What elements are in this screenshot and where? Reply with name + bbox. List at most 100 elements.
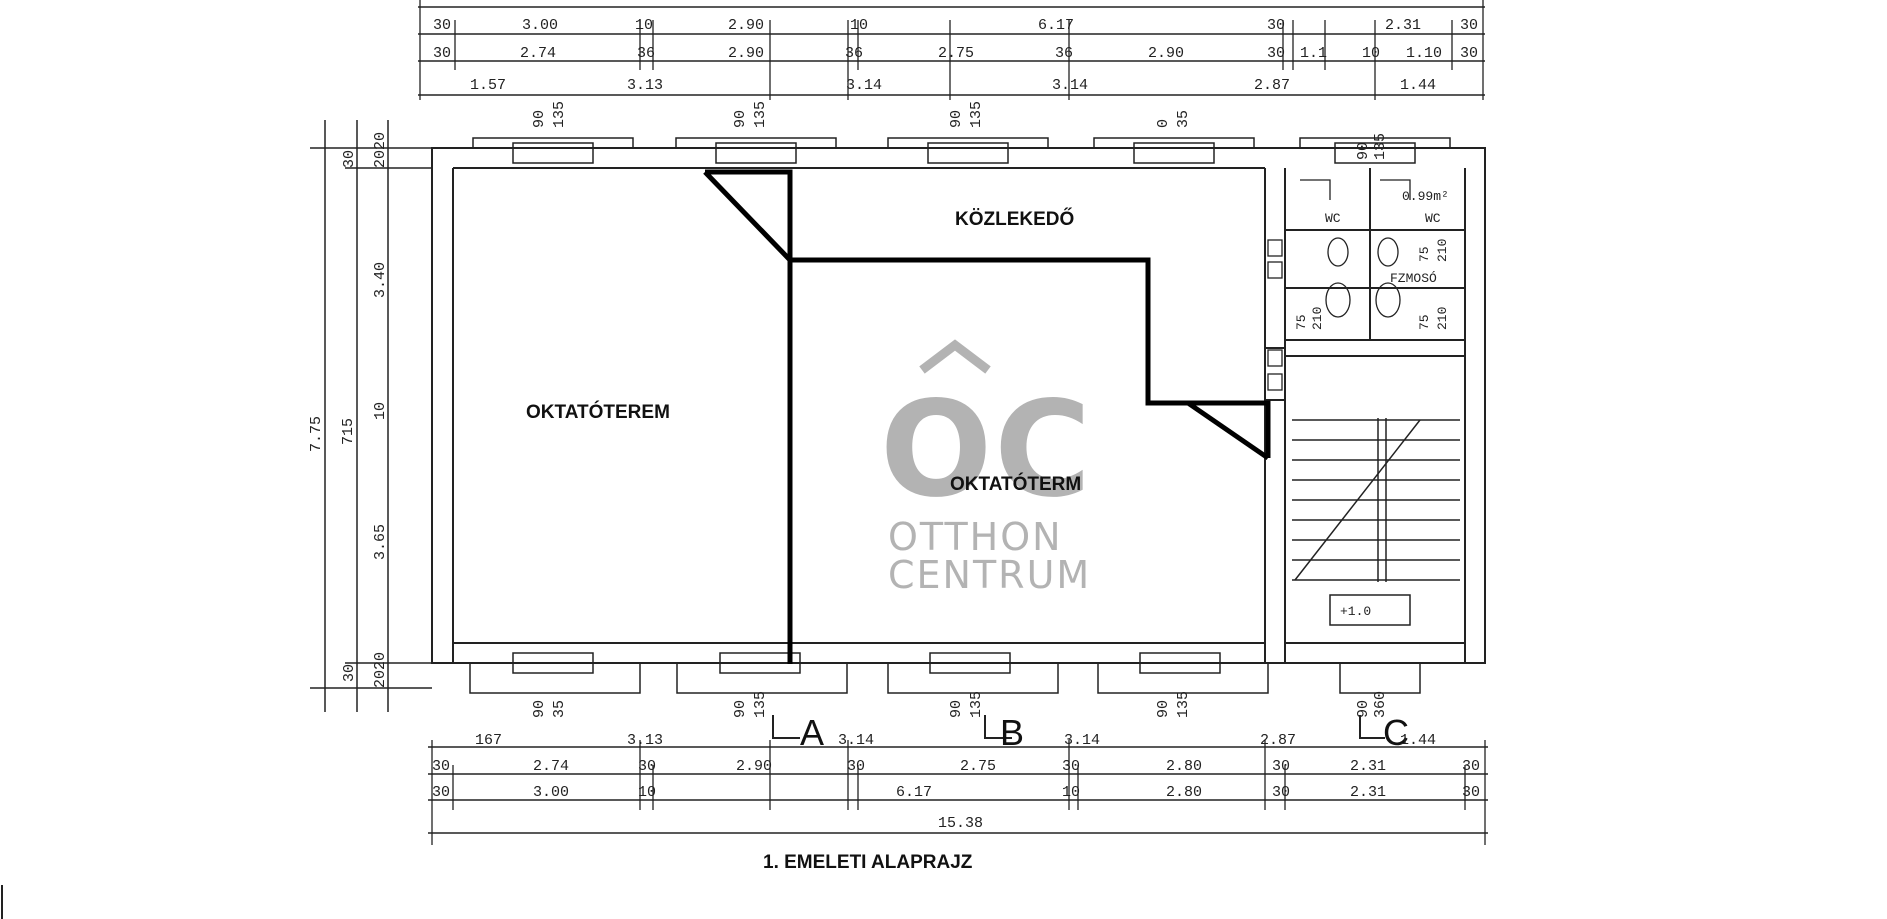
dim-label: 2.87 [1254, 77, 1290, 94]
dim-label: 1.1 [1300, 45, 1327, 62]
wash-label: FZMOSÓ [1390, 271, 1437, 286]
top-dimension-row-1: 30 3.00 10 2.90 10 6.17 30 2.31 30 [433, 17, 1478, 34]
total-width: 15.38 [938, 815, 983, 832]
dim-label: 3.00 [533, 784, 569, 801]
dim-label: 135 [752, 691, 769, 718]
dim-label: 10 [635, 17, 653, 34]
dim-label: 135 [1372, 133, 1389, 160]
dim-label: 2.31 [1385, 17, 1421, 34]
dim-label: 3.14 [1052, 77, 1088, 94]
dim-label: 360 [1372, 691, 1389, 718]
section-marker-c: C [1383, 712, 1409, 753]
dim-label: 2.87 [1260, 732, 1296, 749]
otthon-centrum-logo: OC OTTHON CENTRUM [880, 339, 1091, 597]
highlight-partition [703, 169, 1271, 664]
dim-label: 0 [1155, 119, 1172, 128]
bottom-window-dimensions: 90 35 90 135 90 135 90 135 90 360 [531, 691, 1389, 718]
dim-label: 90 [1155, 700, 1172, 718]
dim-label: 30 [1460, 45, 1478, 62]
dim-label: 7.75 [308, 416, 325, 452]
wc-label: WC [1325, 211, 1341, 226]
dim-label: 3.14 [1064, 732, 1100, 749]
dim-label: 10 [372, 402, 389, 420]
dim-label: 2.90 [728, 45, 764, 62]
dim-label: 90 [1355, 142, 1372, 160]
dim-label: 90 [531, 110, 548, 128]
left-dimension-labels: 7.75 715 3.40 10 3.65 30 20 20 30 20 20 [308, 132, 389, 688]
top-dimension-row-3: 1.57 3.13 3.14 3.14 2.87 1.44 [470, 77, 1436, 94]
dim-label: 135 [551, 101, 568, 128]
dim-label: 135 [752, 101, 769, 128]
dim-label: 2.75 [960, 758, 996, 775]
room-label-left: OKTATÓTEREM [526, 401, 670, 423]
dim-label: 30 [432, 758, 450, 775]
dim-label: 6.17 [1038, 17, 1074, 34]
dim-label: 10 [638, 784, 656, 801]
dim-label: 2.80 [1166, 784, 1202, 801]
logo-line-2: CENTRUM [888, 553, 1091, 597]
dim-label: 30 [638, 758, 656, 775]
wc-area: 0.99m² [1402, 189, 1449, 204]
dim-label: 30 [432, 784, 450, 801]
dim-label: 6.17 [896, 784, 932, 801]
dim-label: 90 [732, 700, 749, 718]
dim-label: 35 [1175, 110, 1192, 128]
dim-label: 90 [732, 110, 749, 128]
dim-label: 35 [551, 700, 568, 718]
dim-label: 2.90 [736, 758, 772, 775]
dim-label: 3.13 [627, 732, 663, 749]
dim-label: 30 [1272, 784, 1290, 801]
dim-label: 30 [1267, 45, 1285, 62]
dim-label: 90 [1355, 700, 1372, 718]
dim-label: 30 [1462, 758, 1480, 775]
bottom-dimension-lines [428, 740, 1488, 845]
dim-label: 20 [372, 652, 389, 670]
logo-line-1: OTTHON [888, 515, 1063, 559]
dim-label: 2.80 [1166, 758, 1202, 775]
stair-level: +1.0 [1340, 604, 1371, 619]
dim-label: 1.44 [1400, 732, 1436, 749]
dim-label: 3.40 [372, 262, 389, 298]
dim-label: 90 [948, 700, 965, 718]
dim-label: 30 [847, 758, 865, 775]
wc-label: WC [1425, 211, 1441, 226]
dim-label: 36 [637, 45, 655, 62]
dim-label: 3.13 [627, 77, 663, 94]
dim-label: 36 [1055, 45, 1073, 62]
bottom-dimension-row-1: 167 3.13 3.14 3.14 2.87 1.44 [475, 732, 1436, 749]
top-dimension-lines [418, 0, 1485, 100]
dim-label: 90 [948, 110, 965, 128]
dim-label: 3.14 [838, 732, 874, 749]
dim-label: 20 [372, 670, 389, 688]
dim-label: 715 [340, 418, 357, 445]
dim-label: 2.90 [728, 17, 764, 34]
staircase [1292, 418, 1460, 626]
wc-dim: 75 [1294, 314, 1309, 330]
floor-plan-caption: 1. EMELETI ALAPRAJZ [763, 852, 973, 873]
wc-dim: 210 [1310, 307, 1325, 330]
dim-label: 3.65 [372, 524, 389, 560]
dim-label: 30 [1462, 784, 1480, 801]
dim-label: 10 [1062, 784, 1080, 801]
dim-label: 1.10 [1406, 45, 1442, 62]
dim-label: 2.74 [533, 758, 569, 775]
dim-label: 135 [968, 691, 985, 718]
dim-label: 30 [433, 17, 451, 34]
top-dimension-row-2: 30 2.74 36 2.90 36 2.75 36 2.90 30 1.1 1… [433, 45, 1478, 62]
dim-label: 30 [1272, 758, 1290, 775]
dim-label: 1.57 [470, 77, 506, 94]
left-dimension-lines [310, 120, 432, 712]
dim-label: 135 [968, 101, 985, 128]
dim-label: 30 [341, 150, 358, 168]
section-marker-a: A [800, 712, 824, 753]
bottom-dimension-row-3: 30 3.00 10 6.17 10 2.80 30 2.31 30 [432, 784, 1480, 801]
dim-label: 10 [850, 17, 868, 34]
dim-label: 2.90 [1148, 45, 1184, 62]
room-label-right: OKTATÓTERM [950, 473, 1081, 495]
dim-label: 2.74 [520, 45, 556, 62]
wc-labels: 0.99m² WC WC FZMOSÓ 75 210 75 210 210 75 [1294, 189, 1450, 330]
dim-label: 135 [1175, 691, 1192, 718]
dim-label: 90 [531, 700, 548, 718]
bottom-dimension-row-2: 30 2.74 30 2.90 30 2.75 30 2.80 30 2.31 … [432, 758, 1480, 775]
